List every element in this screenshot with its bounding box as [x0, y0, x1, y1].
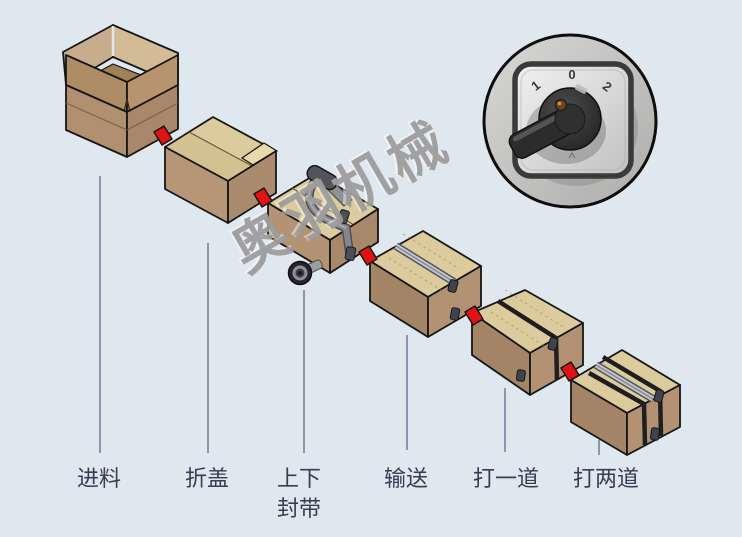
box2-right-face — [227, 150, 277, 224]
box4-clip-bottom — [449, 307, 461, 321]
flow-arrow-1 — [153, 125, 173, 146]
switch-inset: 1 0 2 — [482, 33, 658, 209]
box5-strap — [490, 289, 564, 382]
box3-right-face — [329, 208, 379, 274]
box6-clip-side — [649, 427, 661, 441]
step-labels: 进料 折盖 上下 封带 输送 打一道 打两道 — [77, 466, 639, 521]
box1-right-face — [126, 84, 179, 158]
tape-applicator — [287, 164, 357, 286]
carton-folded — [164, 116, 278, 224]
box3-clip-top — [337, 209, 350, 225]
box5-clip-left — [515, 369, 526, 382]
step-label-fold: 折盖 — [185, 466, 229, 491]
switch-knob-screw — [554, 98, 568, 112]
box3-clip-side — [344, 246, 357, 261]
box4-right-face — [427, 265, 482, 338]
box5-clip-top — [547, 337, 559, 351]
tape-roller-icon — [306, 164, 339, 191]
flow-arrow-4 — [464, 305, 484, 326]
carton-taping — [267, 173, 379, 274]
step-label-seal-line1: 上下 — [277, 466, 321, 491]
box4-tape — [388, 233, 461, 321]
carton-open-feed — [62, 24, 179, 158]
step-label-seal-line2: 封带 — [277, 496, 321, 521]
step-label-strap-one: 打一道 — [473, 466, 539, 491]
box6-clip-top — [653, 389, 665, 403]
connector-lines — [99, 176, 600, 455]
flow-arrow-2 — [253, 187, 273, 208]
box6-straps — [587, 355, 665, 446]
box1-mid-seam — [65, 102, 179, 131]
step-label-strap-two: 打两道 — [573, 466, 639, 491]
flow-arrow-5 — [560, 361, 580, 382]
flow-arrow-3 — [358, 245, 378, 266]
box4-clip-top — [447, 279, 459, 293]
switch-knob-notch — [574, 84, 588, 94]
box2-top-seam — [188, 131, 253, 167]
switch-position-0: 0 — [568, 67, 575, 82]
flow-arrows — [153, 125, 580, 382]
step-label-convey: 输送 — [384, 466, 428, 491]
step-label-feed: 进料 — [77, 466, 121, 491]
